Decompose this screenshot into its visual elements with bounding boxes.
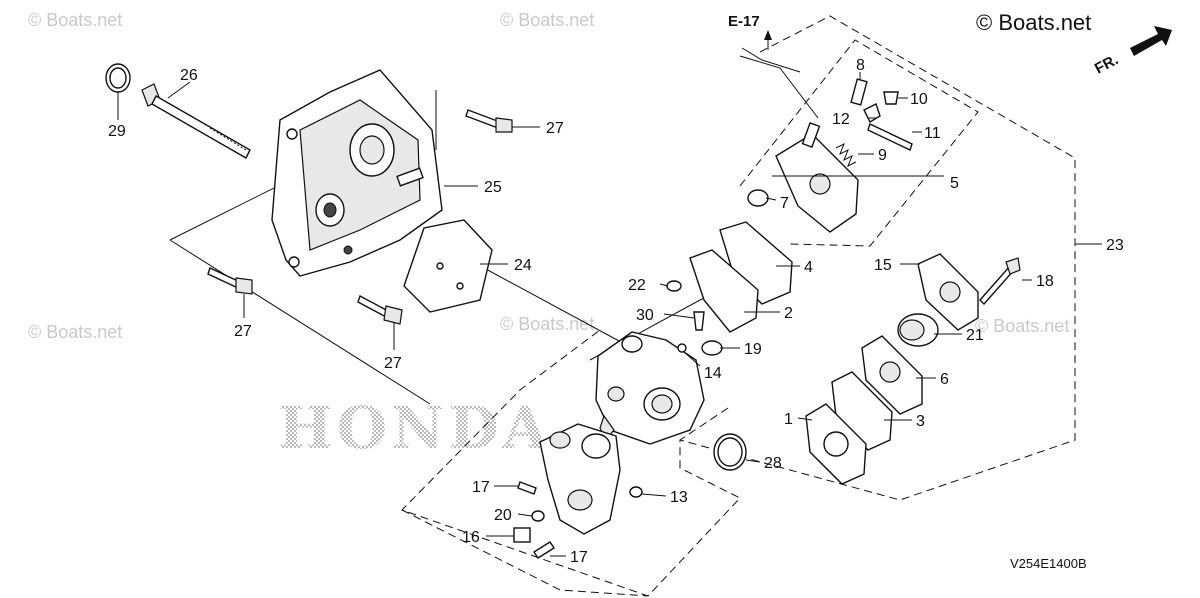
callout-4: 4 [804,259,813,276]
frame-line [483,267,633,349]
primer-bulb-21 [897,313,939,347]
callout-17: 17 [570,549,588,566]
primer-cover-15 [917,253,979,331]
callout-23: 23 [1106,237,1124,254]
callout-12: 12 [832,111,850,128]
washer-13 [629,486,643,498]
screw-17 [517,481,537,495]
valve-19 [701,340,723,356]
callout-25: 25 [484,179,502,196]
callout-2: 2 [784,305,793,322]
callout-21: 21 [966,327,984,344]
callout-28: 28 [764,455,782,472]
watermark: © Boats.net [975,316,1069,336]
frame-line [169,239,431,405]
callout-30: 30 [636,307,654,324]
bolt-27 [207,267,253,295]
callout-11: 11 [924,125,941,142]
jet-16 [513,527,531,543]
callout-20: 20 [494,507,512,524]
washer-20 [531,510,545,522]
gasket-24 [403,219,493,313]
watermark: © Boats.net [28,10,122,30]
assembly-23-outline [679,15,1076,501]
bolt-27 [465,109,513,133]
valve-7 [747,189,769,207]
pin-8 [850,78,868,106]
callout-24: 24 [514,257,532,274]
callout-27: 27 [384,355,402,372]
reference-arrow [739,30,819,119]
pin-11 [867,123,913,151]
callout-13: 13 [670,489,688,506]
gasket-1 [805,403,867,485]
watermark: © Boats.net [500,10,594,30]
callout-10: 10 [910,91,928,108]
housing-cover-25 [271,69,443,277]
callout-27: 27 [546,120,564,137]
callout-15: 15 [874,257,892,274]
callout-5: 5 [950,175,959,192]
screw-10 [883,91,899,105]
callout-1: 1 [784,411,793,428]
leader-lines [117,72,1102,557]
gasket-2 [689,249,759,333]
assembly-5-outline [739,39,979,247]
callout-26: 26 [180,67,198,84]
front-direction-label: FR. [1092,51,1121,77]
bolt-18 [979,257,1021,306]
front-direction-arrow: FR. [1092,26,1172,78]
metering-cover-5 [775,133,859,233]
callout-3: 3 [916,413,925,430]
long-bolt-26 [141,83,251,159]
honda-logo: HONDA [278,394,552,462]
callout-19: 19 [744,341,762,358]
spring-9 [835,142,857,168]
o-ring-29 [105,63,131,93]
o-ring-14 [677,343,687,353]
check-valve-22 [666,280,682,292]
callout-16: 16 [462,529,480,546]
bolt-27 [357,294,403,325]
watermark: © Boats.net [500,314,594,334]
callout-29: 29 [108,123,126,140]
callout-22: 22 [628,277,646,294]
throttle-body [539,423,621,535]
reference-label: E-17 [728,13,760,30]
assembly-lower-outline [401,509,649,597]
watermark: © Boats.net [28,322,122,342]
brand-mark: © Boats.net [976,10,1091,35]
screw-30 [693,311,705,331]
screw-17 [533,541,555,559]
callout-14: 14 [704,365,722,382]
callout-6: 6 [940,371,949,388]
callout-27: 27 [234,323,252,340]
pump-body-6 [861,335,923,415]
callout-9: 9 [878,147,887,164]
diagram-code: V254E1400B [1010,556,1087,571]
carburetor-body [595,331,705,445]
callout-18: 18 [1036,273,1054,290]
callout-8: 8 [856,57,865,74]
callout-17: 17 [472,479,490,496]
o-ring-28 [713,433,747,471]
callout-7: 7 [780,195,789,212]
